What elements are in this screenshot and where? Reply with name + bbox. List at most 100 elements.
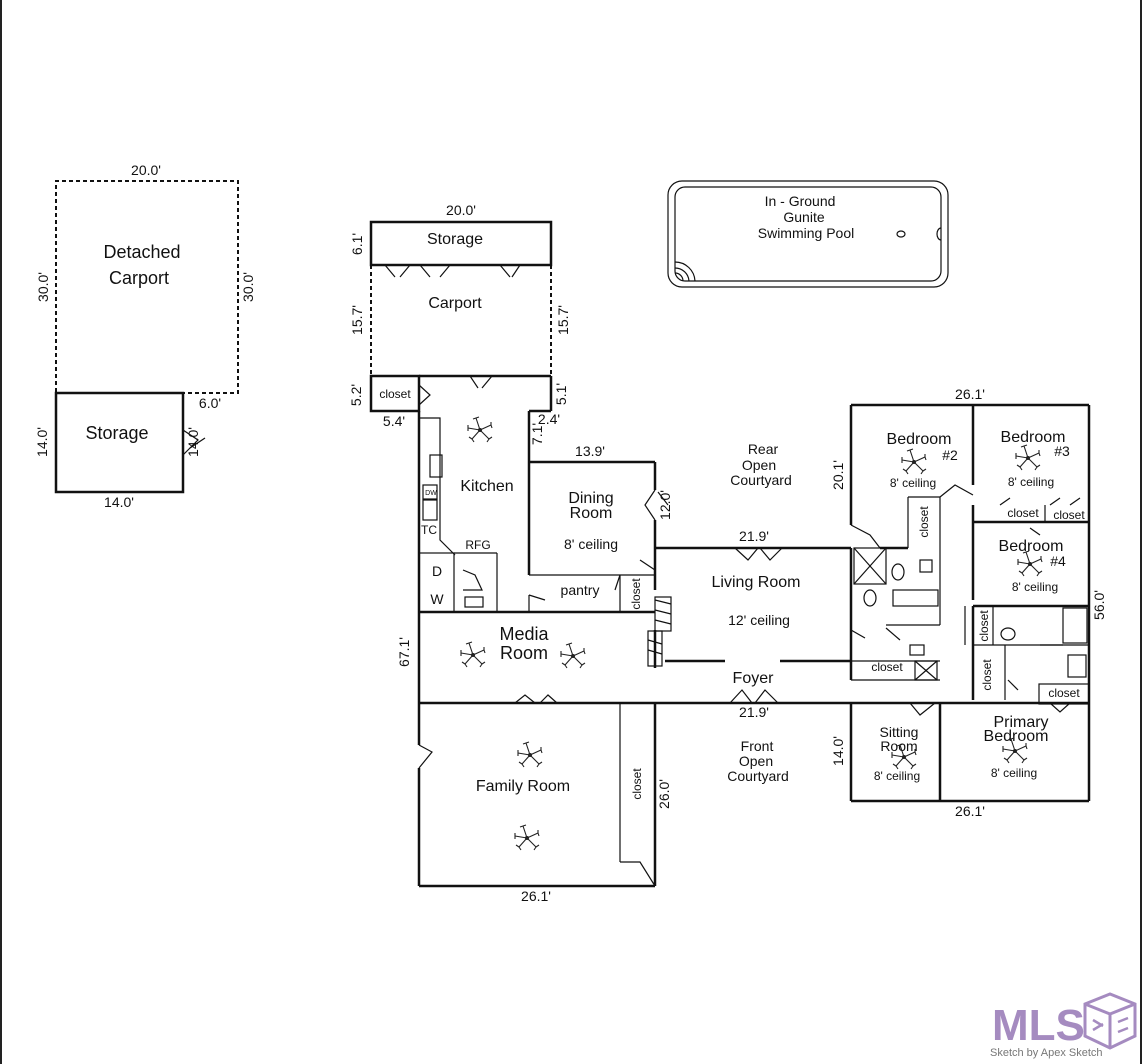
ceiling-fan-kitchen-icon [467,416,493,443]
dim-sitting-side: 14.0' [830,736,846,766]
dim-24: 2.4' [538,411,560,427]
bedroom4-num: #4 [1050,553,1066,569]
attached-storage-carport [369,220,553,413]
dim-det-carport-left: 30.0' [35,272,51,302]
foyer-label: Foyer [733,670,775,687]
bedroom2-ceiling-label: 8' ceiling [890,476,936,490]
box-icon [1083,992,1137,1050]
rear-courtyard-label-2: Open [742,457,776,473]
sitting-label-1: Sitting [880,724,919,740]
primary-label-1: Primary [993,714,1048,731]
bedroom3-num: #3 [1054,443,1070,459]
closet-b2-label: closet [917,506,931,538]
closet-family-label: closet [630,768,644,800]
dim-bed-top: 26.1' [955,386,985,402]
dim-family-bottom: 26.1' [521,888,551,904]
dim-det-storage-6: 6.0' [199,395,221,411]
dim-bed-side: 20.1' [830,460,846,490]
carport-label: Carport [428,295,482,312]
dim-house-left: 67.1' [396,637,412,667]
dining-ceiling-label: 8' ceiling [564,536,618,552]
pool-label-2: Gunite [783,209,824,225]
bedroom2-num: #2 [942,447,958,463]
media-label-2: Room [500,643,548,663]
rfg-label: RFG [465,538,490,552]
ceiling-fan-family-2-icon [514,824,540,851]
closet-carport-label: closet [379,387,411,401]
primary-label-2: Bedroom [984,728,1049,745]
dim-51: 5.1' [553,383,569,405]
dim-dining-top: 13.9' [575,443,605,459]
dim-living-bottom: 21.9' [739,704,769,720]
w-label: W [430,591,444,607]
ceiling-fan-media-1-icon [460,641,486,668]
dining-label-1: Dining [568,490,613,507]
ceiling-fan-media-2-icon [560,642,586,669]
kitchen-label: Kitchen [460,478,513,495]
dim-det-storage-right: 14.0' [185,427,201,457]
dim-det-storage-left: 14.0' [34,427,50,457]
dining-label-2: Room [570,505,613,522]
bedroom3-ceiling-label: 8' ceiling [1008,475,1054,489]
closet-b4-label: closet [977,610,991,642]
rear-courtyard-label-3: Courtyard [730,472,791,488]
bedroom4-label: Bedroom [999,538,1064,555]
dim-house-right: 56.0' [1091,590,1107,620]
tc-label: TC [421,523,437,537]
closet-hall-label: closet [871,660,903,674]
ceiling-fan-bedroom2-icon [901,448,927,475]
detached-storage-label: Storage [85,423,148,443]
d-label: D [432,563,442,579]
closet-b3b-label: closet [1053,508,1085,522]
dim-living-top: 21.9' [739,528,769,544]
dim-closet-52: 5.2' [348,384,364,406]
dim-closet-54: 5.4' [383,413,405,429]
closet-primary2-label: closet [1048,686,1080,700]
primary-ceiling-label: 8' ceiling [991,766,1037,780]
closet-primary-label: closet [980,659,994,691]
living-room-label: Living Room [712,574,801,591]
pool-label-1: In - Ground [765,193,836,209]
front-courtyard-label-1: Front [741,738,774,754]
rear-courtyard-label-1: Rear [748,441,779,457]
closet-dining-label: closet [629,578,643,610]
closet-b3a-label: closet [1007,506,1039,520]
pool-label-3: Swimming Pool [758,225,854,241]
dim-det-carport-right: 30.0' [240,272,256,302]
bedroom-wing-walls [849,403,1091,803]
ceiling-fan-bedroom3-icon [1015,444,1041,471]
sitting-ceiling-label: 8' ceiling [874,769,920,783]
swimming-pool [667,180,949,288]
family-room-label: Family Room [476,778,570,795]
detached-carport-label-1: Detached [103,242,180,262]
media-label-1: Media [499,624,549,644]
ceiling-fan-family-1-icon [517,741,543,768]
front-courtyard-label-3: Courtyard [727,768,788,784]
storage-label: Storage [427,231,483,248]
front-courtyard-label-2: Open [739,753,773,769]
dim-dining-side: 12.0' [657,490,673,520]
dim-primary-bottom: 26.1' [955,803,985,819]
dim-71: 7.1' [529,423,545,445]
main-house-walls [417,409,851,888]
dim-carport-left: 15.7' [349,305,365,335]
mls-box-logo: MLS Sketch by Apex Sketch [990,992,1137,1059]
dim-storage-side: 6.1' [349,233,365,255]
bedroom4-ceiling-label: 8' ceiling [1012,580,1058,594]
detached-carport [54,180,239,494]
detached-carport-label-2: Carport [109,268,169,288]
dim-det-carport-top: 20.0' [131,162,161,178]
dim-storage-top: 20.0' [446,202,476,218]
dw-label: DW [425,490,437,497]
logo-text: MLS [992,1001,1085,1050]
pantry-label: pantry [561,582,600,598]
dim-carport-right: 15.7' [555,305,571,335]
sitting-label-2: Room [880,738,917,754]
bedroom3-label: Bedroom [1001,429,1066,446]
dim-family-side: 26.0' [656,779,672,809]
living-ceiling-label: 12' ceiling [728,612,790,628]
dim-det-storage-bottom: 14.0' [104,494,134,510]
bedroom2-label: Bedroom [887,431,952,448]
logo-credit: Sketch by Apex Sketch [990,1047,1103,1059]
